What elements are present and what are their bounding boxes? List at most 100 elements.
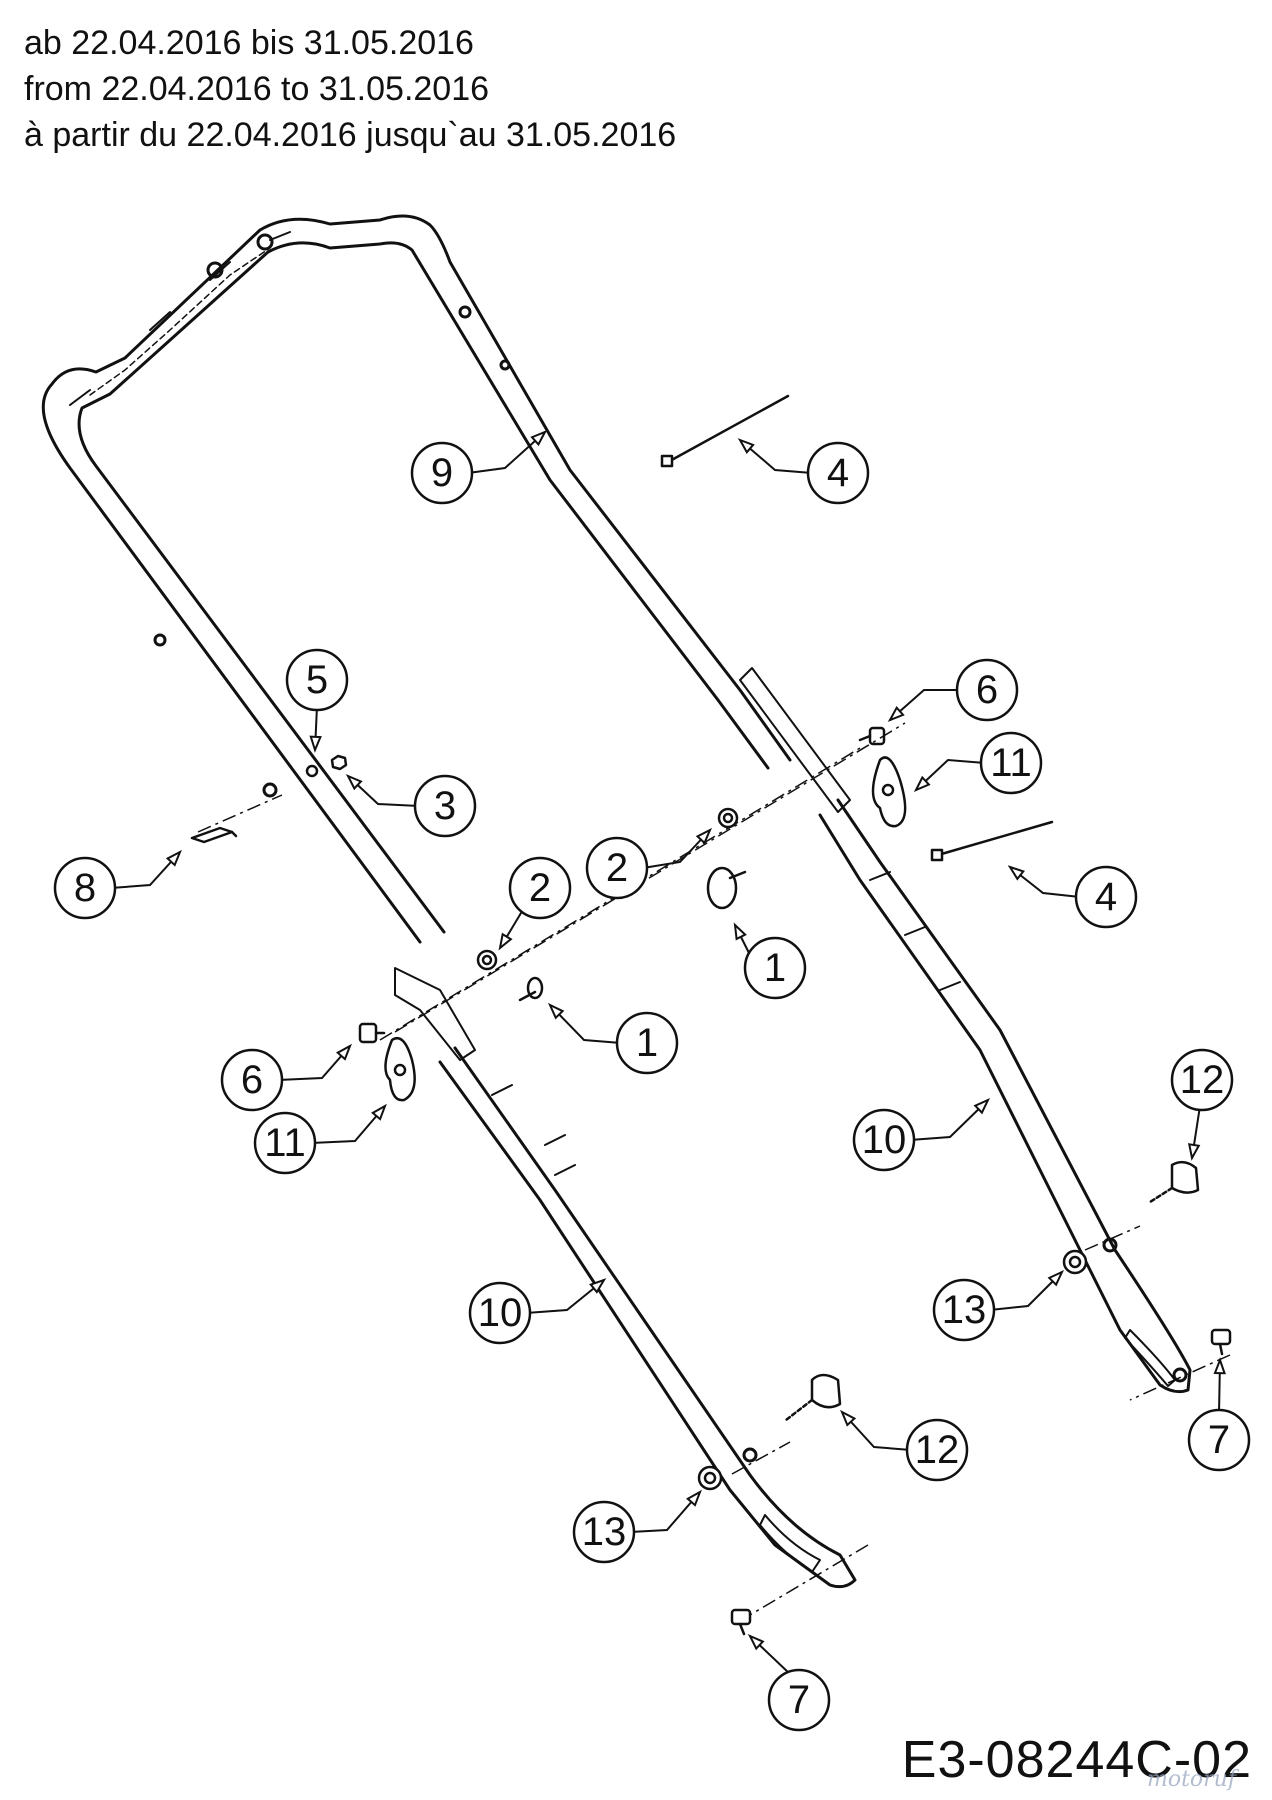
callout-8: 8 — [53, 849, 182, 920]
leader-arrowhead — [973, 1097, 991, 1115]
cable-clip — [190, 826, 238, 844]
callout-label: 12 — [1180, 1058, 1225, 1102]
callout-13: 13 — [572, 1489, 702, 1564]
callout-label: 10 — [478, 1291, 523, 1335]
lower-handle-right — [818, 798, 1192, 1394]
validity-line-english: from 22.04.2016 to 31.05.2016 — [24, 70, 490, 108]
carriage-bolt-right — [706, 866, 747, 910]
leader-arrowhead — [335, 1043, 352, 1061]
callout-11: 11 — [913, 731, 1043, 795]
leader-arrowhead — [887, 705, 905, 722]
callout-label: 2 — [606, 846, 628, 890]
callout-label: 2 — [529, 866, 551, 910]
star-knob-left — [784, 1373, 842, 1422]
shoulder-bolt-right — [1210, 1328, 1232, 1356]
callout-label: 11 — [990, 741, 1032, 785]
callout-5: 5 — [285, 648, 349, 753]
validity-line-german: ab 22.04.2016 bis 31.05.2016 — [24, 24, 474, 62]
callout-4: 4 — [1007, 865, 1138, 929]
spacer-right — [1062, 1249, 1088, 1275]
callout-12: 12 — [840, 1409, 969, 1482]
leader-arrowhead — [589, 1278, 607, 1294]
lower-handle-left — [438, 1046, 857, 1589]
callout-label: 13 — [942, 1288, 987, 1332]
callout-circle — [1187, 1408, 1251, 1472]
callout-1: 1 — [733, 922, 807, 1000]
callout-circle — [955, 658, 1019, 722]
callout-6: 6 — [887, 658, 1019, 722]
wing-knob-right — [871, 756, 907, 828]
leader-line — [989, 1271, 1063, 1311]
callout-label: 5 — [306, 658, 328, 702]
callout-circle — [585, 836, 649, 900]
leader-arrowhead — [686, 1489, 702, 1507]
hardware-parts — [190, 394, 1232, 1636]
leader-line — [739, 439, 813, 474]
leader-line — [110, 851, 181, 889]
callout-7: 7 — [747, 1633, 831, 1732]
bolt-right — [858, 726, 886, 746]
leader-arrowhead — [733, 922, 747, 941]
leader-arrowhead — [1213, 1357, 1226, 1375]
leader-line — [277, 1045, 351, 1081]
leader-arrowhead — [309, 735, 322, 753]
spacer-left — [697, 1465, 723, 1491]
callout-10: 10 — [468, 1278, 607, 1345]
leader-arrowhead — [371, 1103, 387, 1121]
callout-circle — [979, 731, 1043, 795]
callout-4: 4 — [737, 438, 870, 505]
leader-line — [889, 689, 961, 721]
callout-label: 4 — [827, 451, 849, 495]
callout-11: 11 — [253, 1103, 387, 1175]
leader-line — [915, 758, 986, 791]
callout-6: 6 — [220, 1043, 352, 1112]
callout-label: 6 — [241, 1058, 263, 1102]
callout-12: 12 — [1170, 1048, 1234, 1161]
carriage-bolt-left — [518, 976, 544, 1002]
callout-1: 1 — [547, 1002, 679, 1075]
callout-label: 3 — [434, 784, 456, 828]
leader-arrowhead — [1007, 865, 1025, 881]
callout-circle — [413, 774, 477, 838]
callout-circle — [220, 1048, 284, 1112]
callout-9: 9 — [410, 430, 548, 505]
shoulder-bolt-left — [730, 1608, 752, 1636]
callout-circle — [53, 856, 117, 920]
callout-circle — [572, 1500, 636, 1564]
leader-arrowhead — [747, 1633, 765, 1651]
callout-circle — [253, 1111, 317, 1175]
callout-label: 7 — [1208, 1418, 1230, 1462]
leader-line — [467, 431, 546, 474]
callout-circle — [410, 441, 474, 505]
callout-label: 6 — [976, 668, 998, 712]
callout-label: 10 — [862, 1118, 907, 1162]
callout-label: 9 — [431, 451, 453, 495]
callout-circle — [1170, 1048, 1234, 1112]
callout-circle — [1074, 865, 1138, 929]
callout-circle — [743, 936, 807, 1000]
callout-2: 2 — [585, 827, 712, 900]
leader-line — [841, 1411, 912, 1451]
leader-arrowhead — [1187, 1143, 1201, 1161]
callout-label: 13 — [582, 1510, 627, 1554]
callout-2: 2 — [498, 856, 572, 951]
leader-arrowhead — [1047, 1269, 1065, 1287]
leader-arrowhead — [345, 774, 363, 791]
callout-label: 8 — [74, 866, 96, 910]
wing-knob-left — [384, 1037, 416, 1102]
leader-arrowhead — [840, 1409, 857, 1427]
callout-label: 4 — [1095, 875, 1117, 919]
bolt-left — [358, 1022, 386, 1044]
leader-line — [525, 1279, 605, 1314]
callout-label: 7 — [788, 1678, 810, 1722]
callout-circle — [932, 1278, 996, 1342]
callout-label: 11 — [264, 1121, 306, 1165]
callout-10: 10 — [852, 1097, 991, 1172]
drawing-code: E3-08244C-02 — [901, 1731, 1252, 1789]
leader-line — [909, 1099, 989, 1141]
callout-circle — [285, 648, 349, 712]
leader-arrowhead — [498, 932, 513, 951]
callout-3: 3 — [345, 774, 477, 838]
